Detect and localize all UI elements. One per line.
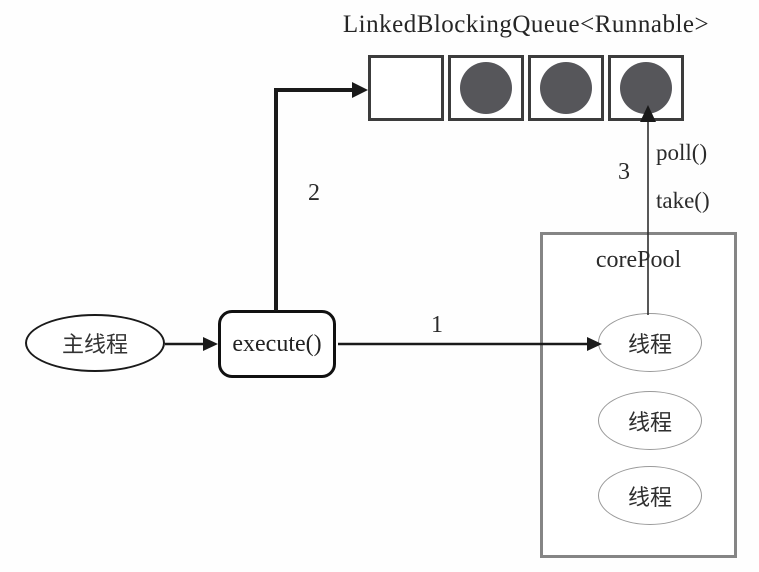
main-thread-node: 主线程 xyxy=(25,314,165,372)
step1-label: 1 xyxy=(431,312,443,338)
core-pool-box: corePool 线程线程线程 xyxy=(540,232,737,558)
queue-title: LinkedBlockingQueue<Runnable> xyxy=(342,11,710,38)
step2-label: 2 xyxy=(308,180,320,206)
execute-node: execute() xyxy=(218,310,336,378)
execute-label: execute() xyxy=(232,330,322,357)
queue-cell xyxy=(368,55,444,121)
queue-cell xyxy=(608,55,684,121)
thread-node: 线程 xyxy=(598,313,702,372)
linked-blocking-queue xyxy=(368,55,684,121)
poll-label: poll() xyxy=(656,140,708,165)
core-pool-label: corePool xyxy=(595,247,682,273)
queue-cell xyxy=(528,55,604,121)
task-icon xyxy=(620,62,672,114)
queue-cell xyxy=(448,55,524,121)
task-icon xyxy=(460,62,512,114)
arrow-main-to-execute xyxy=(165,337,218,351)
take-label: take() xyxy=(656,188,710,213)
thread-node: 线程 xyxy=(598,466,702,525)
main-thread-label: 主线程 xyxy=(61,332,128,357)
arrow-execute-to-queue xyxy=(274,82,368,311)
task-icon xyxy=(540,62,592,114)
step3-label: 3 xyxy=(618,159,630,185)
thread-node: 线程 xyxy=(598,391,702,450)
